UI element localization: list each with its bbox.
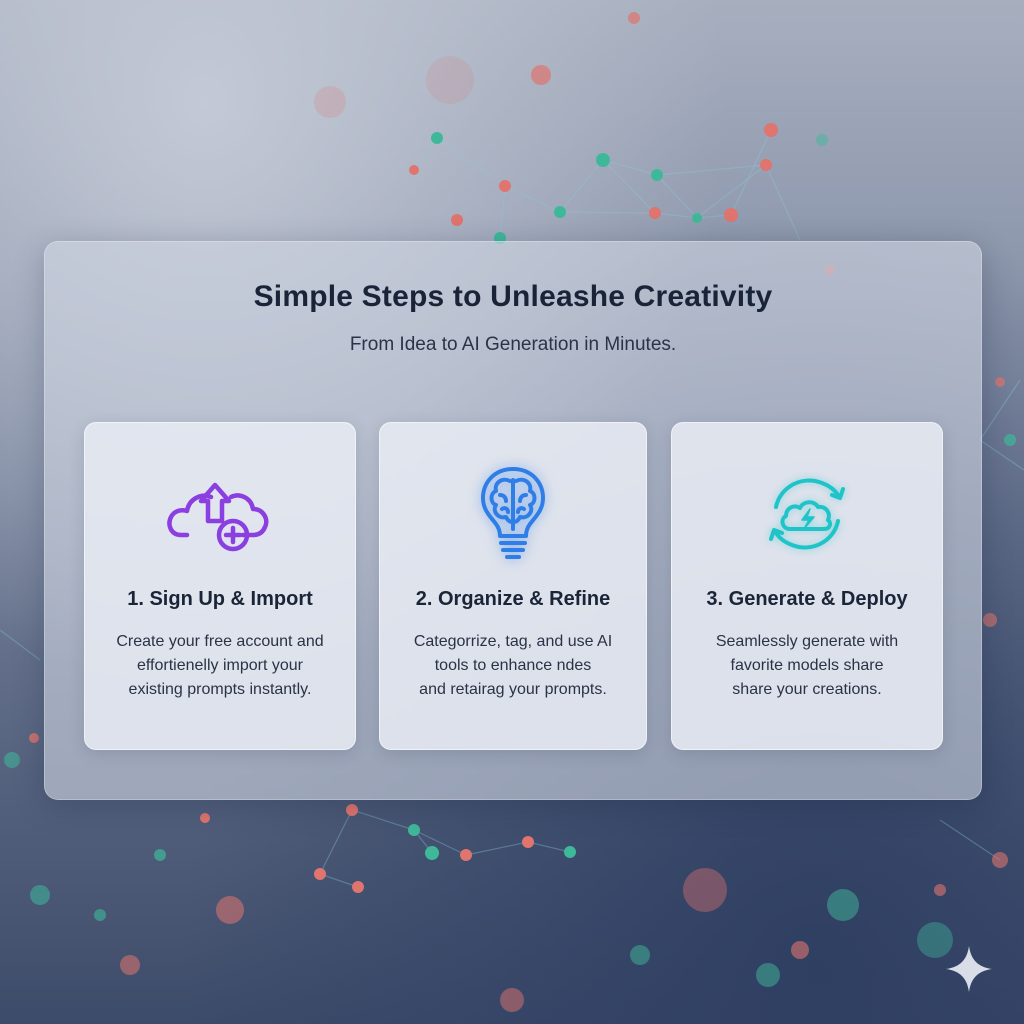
step-description-line: Seamlessly generate with	[715, 633, 899, 650]
brain-lightbulb-icon	[458, 463, 568, 563]
sparkle-icon	[944, 944, 994, 994]
step-description: Seamlessly generate with favorite models…	[688, 630, 926, 702]
steps-panel: Simple Steps to Unleashe Creativity From…	[44, 241, 982, 800]
step-heading: 3. Generate & Deploy	[706, 588, 908, 610]
step-description-line: Create your free account and	[116, 633, 324, 650]
step-description-line: Categorrize, tag, and use AI	[413, 633, 613, 650]
page-title: Simple Steps to Unleashe Creativity	[253, 280, 773, 313]
step-description-line: favorite models share	[730, 657, 884, 674]
cloud-upload-plus-icon	[165, 463, 275, 563]
step-description-line: existing prompts instantly.	[128, 681, 312, 698]
cloud-lightning-sync-icon	[752, 463, 862, 563]
step-description-line: and retairag your prompts.	[419, 681, 607, 698]
step-card-generate[interactable]: 3. Generate & Deploy Seamlessly generate…	[671, 422, 943, 750]
page-subtitle: From Idea to AI Generation in Minutes.	[349, 334, 677, 355]
step-description-line: share your creations.	[732, 681, 882, 698]
step-card-organize[interactable]: 2. Organize & Refine Categorrize, tag, a…	[379, 422, 647, 750]
step-description-line: effortienelly import your	[137, 657, 303, 674]
step-description-line: tools to enhance ndes	[434, 657, 592, 674]
step-description: Categorrize, tag, and use AI tools to en…	[396, 630, 630, 702]
step-card-sign-up[interactable]: 1. Sign Up & Import Create your free acc…	[84, 422, 356, 750]
step-heading: 1. Sign Up & Import	[127, 588, 313, 610]
step-heading: 2. Organize & Refine	[415, 588, 611, 610]
step-description: Create your free account and effortienel…	[101, 630, 339, 702]
